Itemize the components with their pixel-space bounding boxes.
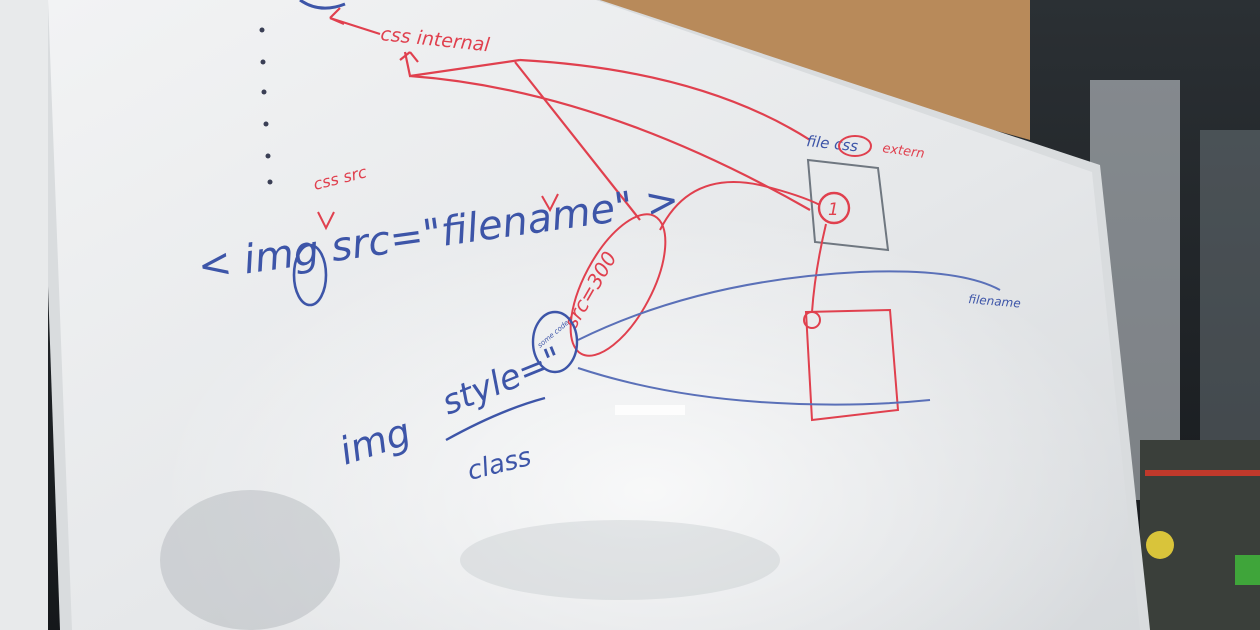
reflection-shape — [460, 520, 780, 600]
red-arrows-top — [329, 7, 811, 221]
filename-right-note: filename — [968, 292, 1022, 311]
file-css-box — [806, 158, 890, 252]
src-300-oval — [569, 213, 667, 357]
red-connections — [659, 181, 900, 422]
left-wall — [0, 0, 48, 630]
reflection-person — [160, 490, 340, 630]
green-box — [1235, 555, 1260, 585]
cork-board — [600, 0, 1030, 140]
circle-one-label: 1 — [828, 200, 839, 220]
img-g-loop — [292, 243, 328, 307]
top-blue-curve — [299, 0, 346, 10]
reflection-light — [615, 405, 685, 415]
shelf-rail — [1145, 470, 1260, 476]
red-caret-left — [317, 211, 335, 231]
style-underline — [445, 396, 546, 442]
css-circle — [838, 135, 872, 157]
blue-connections — [577, 270, 1001, 406]
external-note: extern — [881, 141, 925, 162]
board-glare — [48, 0, 1140, 630]
circle-one — [817, 191, 851, 225]
fruit — [1146, 531, 1174, 559]
dotted-line — [259, 27, 273, 185]
red-caret-right — [541, 193, 559, 213]
style-value-circle — [531, 310, 579, 374]
